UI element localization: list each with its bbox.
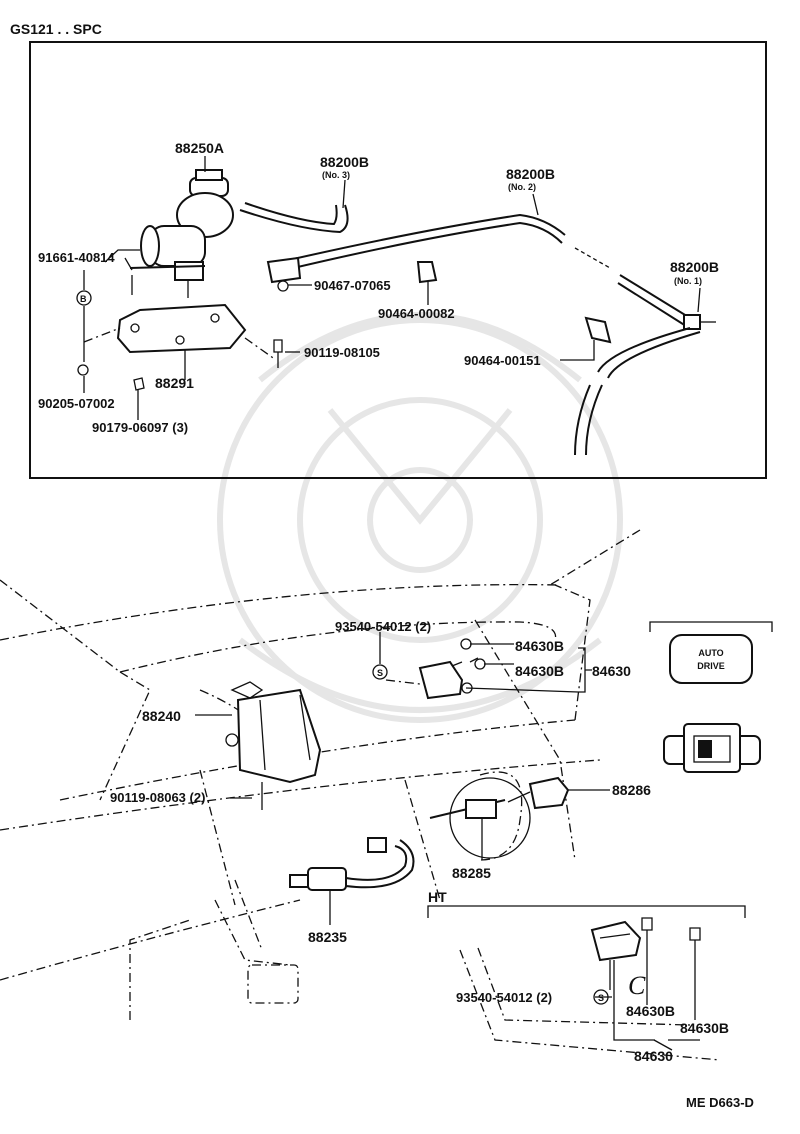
model-code: GS121 . . SPC	[10, 21, 102, 37]
label-ht-84630: 84630	[634, 1048, 673, 1064]
top-leader-lines	[83, 156, 701, 420]
label-88286: 88286	[612, 782, 651, 798]
ht-marker-s-circle	[593, 989, 609, 1005]
computer-drawing	[225, 681, 322, 784]
label-91661-40814: 91661-40814	[38, 250, 115, 265]
reference-code: ME D663-D	[686, 1095, 754, 1110]
label-ht-84630b-1: 84630B	[626, 1003, 675, 1019]
marker-s: S	[377, 668, 383, 678]
label-ht-93540-54012: 93540-54012 (2)	[456, 990, 552, 1005]
switch-drawing	[418, 638, 486, 700]
label-no3: (No. 3)	[322, 170, 350, 180]
indicator-drawing	[528, 776, 570, 810]
label-no1: (No. 1)	[674, 276, 702, 286]
label-no2: (No. 2)	[508, 182, 536, 192]
bottom-leader-lines	[195, 632, 610, 925]
label-88285: 88285	[452, 865, 491, 881]
label-88200b-no1: 88200B	[670, 259, 719, 275]
stop-switch-drawing	[289, 837, 415, 891]
auto-drive-line1: AUTO	[698, 648, 723, 658]
label-84630: 84630	[592, 663, 631, 679]
switch-face-drawing	[663, 723, 761, 773]
label-88240: 88240	[142, 708, 181, 724]
marker-b: B	[80, 294, 87, 304]
label-90119-08063: 90119-08063 (2)	[110, 790, 205, 805]
top-panel-frame	[29, 41, 767, 479]
marker-s-circle	[372, 664, 388, 680]
label-90464-00151: 90464-00151	[464, 353, 541, 368]
label-84630b-2: 84630B	[515, 663, 564, 679]
dashboard-outline	[0, 529, 641, 1020]
label-84630b-1: 84630B	[515, 638, 564, 654]
actuator-drawing	[104, 169, 234, 298]
auto-drive-badge: AUTO DRIVE	[649, 621, 773, 684]
label-88200b-no3: 88200B	[320, 154, 369, 170]
label-ht-84630b-2: 84630B	[680, 1020, 729, 1036]
label-90119-08105: 90119-08105	[304, 345, 380, 360]
fasteners-drawing	[76, 290, 283, 391]
label-90464-00082: 90464-00082	[378, 306, 455, 321]
ht-inset	[427, 905, 746, 1061]
label-ht: HT	[428, 889, 447, 905]
label-90205-07002: 90205-07002	[38, 396, 115, 411]
auto-drive-line2: DRIVE	[697, 661, 725, 671]
label-93540-54012: 93540-54012 (2)	[335, 619, 431, 634]
bracket-drawing	[116, 303, 247, 354]
label-90467-07065: 90467-07065	[314, 278, 391, 293]
label-88235: 88235	[308, 929, 347, 945]
label-88250a: 88250A	[175, 140, 224, 156]
watermark-emblem	[217, 312, 623, 723]
pedal-drawing	[214, 879, 299, 1004]
label-90179-06097: 90179-06097 (3)	[92, 420, 188, 435]
clutch-switch-drawing	[429, 777, 531, 859]
ht-marker-s: S	[598, 993, 604, 1003]
ht-letter-c: C	[628, 971, 646, 1000]
hose-drawing	[239, 202, 716, 456]
label-88291: 88291	[155, 375, 194, 391]
clips-drawing	[266, 256, 612, 344]
label-88200b-no2: 88200B	[506, 166, 555, 182]
